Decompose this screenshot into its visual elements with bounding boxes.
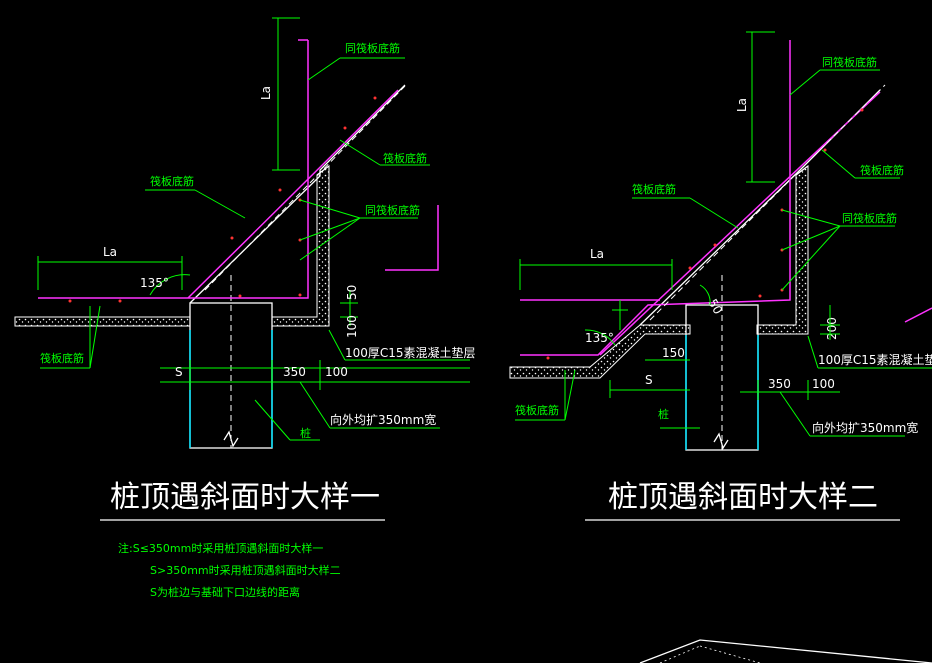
label-same-raft-mid-two: 同筏板底筋 (842, 211, 897, 225)
label-same-raft-mid-one: 同筏板底筋 (365, 203, 420, 217)
cushion-layer-left (14, 316, 191, 327)
la-horizontal-label-two: La (590, 247, 604, 261)
detail-one: La La 135° 50 100 S 350 100 同筏板底筋 筏板底筋 筏… (14, 17, 476, 521)
label-raft-bottom-right-one: 筏板底筋 (383, 151, 427, 165)
rebar-bottom-one (38, 40, 309, 299)
label-extend-one: 向外均扩350mm宽 (330, 412, 436, 427)
label-cushion-two: 100厚C15素混凝土垫层 (818, 352, 932, 367)
label-raft-bottom-right-two: 筏板底筋 (860, 163, 904, 177)
label-raft-bottom-bottom-two: 筏板底筋 (515, 403, 559, 417)
label-pile-one: 桩 (300, 426, 311, 440)
detail-two: La La 135° 50 200 150 S 350 100 同筏板底筋 筏板… (509, 31, 932, 521)
la-vertical-label-one: La (259, 86, 273, 100)
label-raft-bottom-left-one: 筏板底筋 (150, 174, 194, 188)
title-detail-one: 桩顶遇斜面时大样一 (110, 480, 380, 515)
partial-hatch-bottom (639, 639, 932, 663)
angle-label-two: 135° (585, 331, 614, 345)
dim-100-two: 100 (812, 377, 835, 391)
la-vertical-label-two: La (735, 98, 749, 112)
dim-100-one: 100 (325, 365, 348, 379)
label-same-raft-top-two: 同筏板底筋 (822, 55, 877, 69)
dim-350-one: 350 (283, 365, 306, 379)
label-raft-bottom-bottom-one: 筏板底筋 (40, 351, 84, 365)
angle-label-one: 135° (140, 276, 169, 290)
s-label-two: S (645, 373, 653, 387)
note-line-1: 注:S≤350mm时采用桩顶遇斜面时大样一 (118, 541, 323, 555)
note-line-2: S>350mm时采用桩顶遇斜面时大样二 (150, 563, 341, 577)
dim-100v-one: 100 (345, 315, 359, 338)
dim-200-two: 200 (825, 317, 839, 340)
cushion-layer-left-two (509, 324, 691, 379)
dim-350-two: 350 (768, 377, 791, 391)
label-same-raft-top-one: 同筏板底筋 (345, 41, 400, 55)
la-horizontal-label-one: La (103, 245, 117, 259)
rebar-slope-two (599, 91, 881, 356)
notes-block: 注:S≤350mm时采用桩顶遇斜面时大样一 S>350mm时采用桩顶遇斜面时大样… (118, 541, 341, 599)
dim-150-two: 150 (662, 346, 685, 360)
rebar-bottom-two (520, 40, 791, 356)
rebar-slope-one (187, 89, 399, 299)
slope-outline-left (189, 84, 406, 304)
title-detail-two: 桩顶遇斜面时大样二 (608, 480, 878, 515)
note-line-3: S为桩边与基础下口边线的距离 (150, 585, 300, 599)
label-pile-two: 桩 (658, 407, 669, 421)
dim-50-one: 50 (345, 285, 359, 300)
label-extend-two: 向外均扩350mm宽 (812, 420, 918, 435)
label-raft-bottom-top-two: 筏板底筋 (632, 182, 676, 196)
label-cushion-one: 100厚C15素混凝土垫层 (345, 345, 476, 360)
s-label-one: S (175, 365, 183, 379)
